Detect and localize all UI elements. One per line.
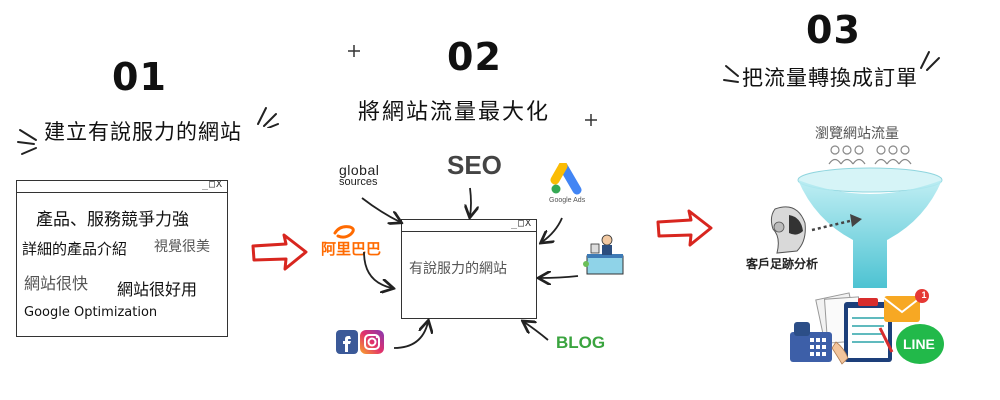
funnel-traffic-label: 瀏覽網站流量	[815, 126, 899, 142]
feature-competitive: 產品、服務競爭力強	[36, 210, 189, 230]
step1-title: 建立有說服力的網站	[44, 120, 242, 144]
traffic-arrows	[361, 187, 579, 349]
analysis-dotted-arrow	[811, 214, 862, 232]
feature-fast-site: 網站很快	[24, 274, 89, 293]
conversion-funnel	[797, 145, 943, 288]
people-icon-group	[828, 145, 912, 165]
next-step-arrow-icon	[251, 233, 308, 271]
global-sources-logo: global sources	[339, 162, 380, 188]
feature-product-intro: 詳細的產品介紹	[22, 240, 128, 258]
window-titlebar: _□X	[402, 218, 536, 232]
instagram-logo-icon	[360, 330, 384, 354]
global-sources-line2: sources	[339, 176, 378, 188]
center-website-label: 有說服力的網站	[409, 261, 507, 277]
feature-google-ranking: Google Optimization	[24, 305, 158, 320]
step3-title: 把流量轉換成訂單	[742, 66, 918, 90]
ai-robot-head-icon	[770, 206, 806, 254]
customer-service-desk-icon	[583, 234, 624, 275]
website-window-sketch: _□X	[16, 179, 228, 337]
sparkle-icon	[585, 114, 597, 126]
alibaba-label: 阿里巴巴	[321, 240, 382, 258]
mail-notification-icon	[883, 289, 929, 322]
clipboard-order-icon	[831, 298, 894, 365]
customer-analysis-label: 客戶足跡分析	[746, 257, 819, 271]
line-app-label: LINE	[903, 336, 935, 352]
sparkle-icon	[348, 45, 360, 57]
window-controls-icon: _□X	[510, 218, 532, 229]
global-sources-line1: global	[339, 162, 380, 178]
sparkle-lines-icon	[17, 129, 37, 155]
window-titlebar: _□X	[17, 179, 227, 193]
window-controls-icon: _□X	[201, 179, 223, 190]
feature-easy-to-use: 網站很好用	[117, 280, 198, 299]
sparkle-lines-icon	[257, 107, 279, 128]
orders-illustration	[790, 289, 944, 365]
seo-label: SEO	[447, 150, 502, 180]
facebook-logo-icon	[336, 330, 358, 354]
feature-beautiful-visual: 視覺很美	[154, 239, 210, 255]
step3-number: 03	[806, 8, 861, 52]
sparkle-lines-icon	[723, 65, 739, 83]
telephone-icon	[790, 322, 832, 362]
next-step-arrow-icon	[656, 209, 713, 247]
blog-label: BLOG	[556, 333, 606, 352]
step1-number: 01	[112, 55, 167, 99]
google-ads-logo-icon	[550, 163, 582, 195]
google-ads-label: Google Ads	[549, 197, 586, 204]
step2-number: 02	[447, 35, 502, 79]
sparkle-lines-icon	[920, 51, 940, 71]
alibaba-logo-icon	[333, 225, 355, 239]
mail-badge-count: 1	[921, 290, 927, 300]
line-app-icon	[896, 324, 944, 364]
step2-title: 將網站流量最大化	[358, 100, 551, 125]
